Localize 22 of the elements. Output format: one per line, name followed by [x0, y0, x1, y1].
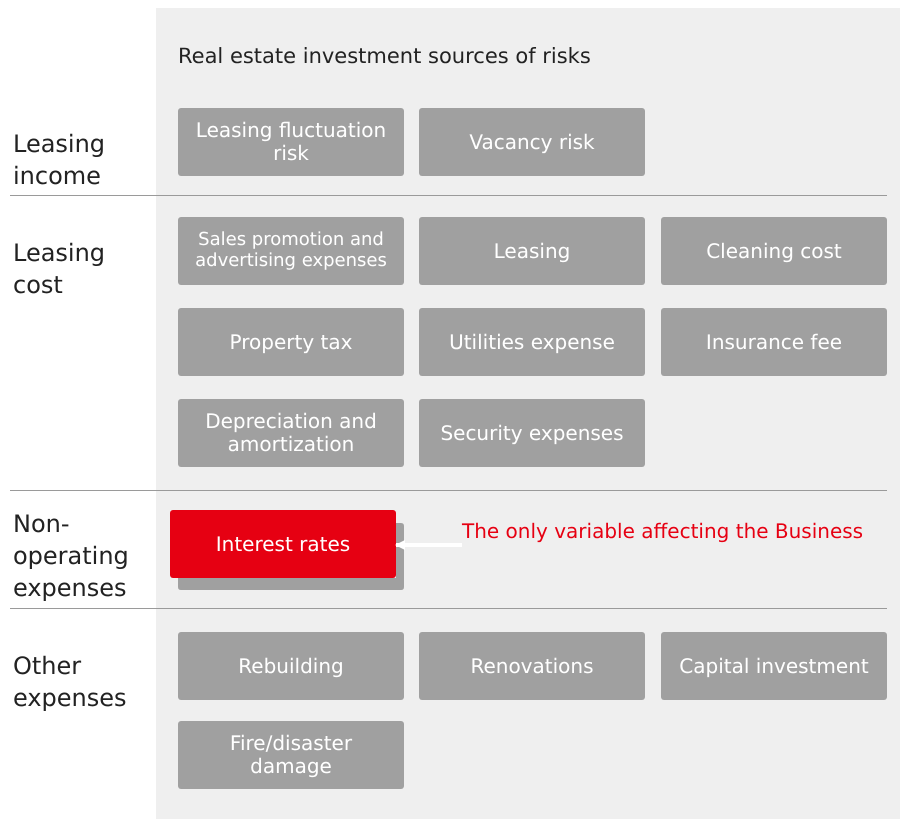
risk-box: Capital investment: [661, 632, 887, 700]
row-label: Non-operating expenses: [13, 509, 130, 604]
risk-box: Rebuilding: [178, 632, 404, 700]
annotation-text: The only variable affecting the Business: [462, 515, 882, 579]
risk-box: Renovations: [419, 632, 645, 700]
risk-box: Property tax: [178, 308, 404, 376]
highlighted-box: Interest rates: [170, 510, 396, 578]
risk-box: Vacancy risk: [419, 108, 645, 176]
risk-box: Sales promotion and advertising expenses: [178, 217, 404, 285]
row-label: Leasing cost: [13, 238, 106, 301]
risk-box: Security expenses: [419, 399, 645, 467]
risk-box: Cleaning cost: [661, 217, 887, 285]
risk-box: Utilities expense: [419, 308, 645, 376]
risk-box: Leasing fluctuation risk: [178, 108, 404, 176]
risk-box: Insurance fee: [661, 308, 887, 376]
row-label: Other expenses: [13, 651, 128, 714]
risk-box: Leasing: [419, 217, 645, 285]
arrow: [395, 540, 462, 550]
diagram-title: Real estate investment sources of risks: [178, 44, 591, 68]
risk-box: Fire/disaster damage: [178, 721, 404, 789]
risk-box: Depreciation and amortization: [178, 399, 404, 467]
row-label: Leasing income: [13, 129, 106, 192]
